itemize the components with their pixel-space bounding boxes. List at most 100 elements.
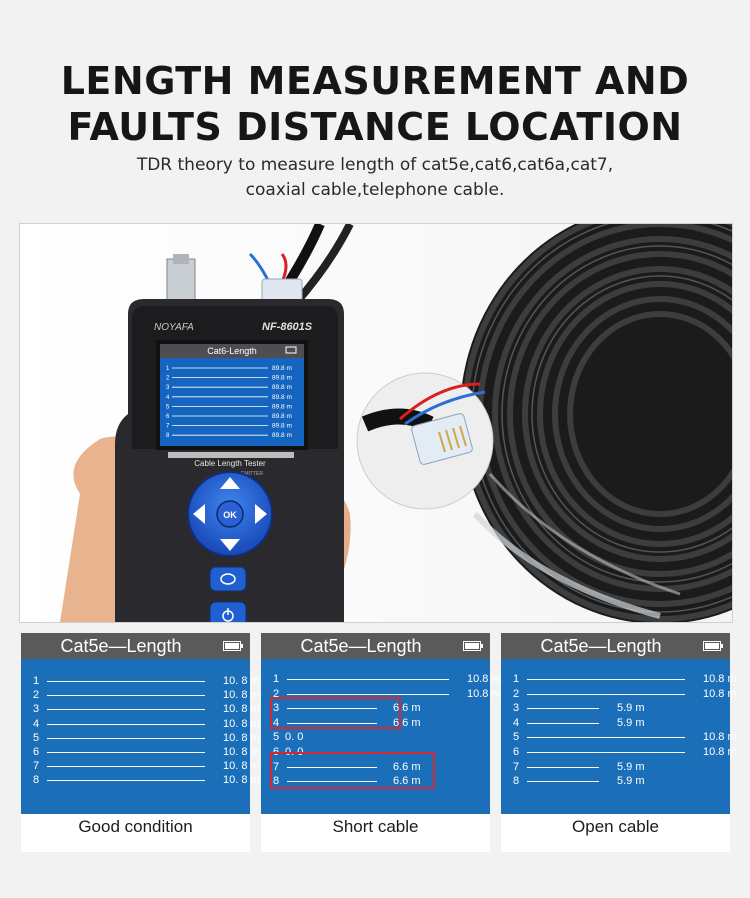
device-brand: NOYAFA (154, 322, 194, 333)
arrow-right-icon (255, 504, 267, 524)
length-bar (287, 781, 377, 783)
length-bar (527, 708, 599, 710)
length-value: 10. 8 m (223, 717, 260, 730)
length-bar (47, 709, 205, 711)
device-screen (160, 358, 304, 446)
length-bar (527, 737, 685, 739)
screen-title-bar: Cat5e—Length (501, 633, 730, 659)
device-screen-title: Cat6-Length (207, 346, 257, 356)
pair-number: 4 (273, 716, 280, 729)
arrow-down-icon (220, 539, 240, 551)
length-bar (527, 766, 599, 768)
pair-number: 5 (273, 731, 280, 744)
battery-icon (463, 641, 483, 651)
device-pair-number: 1 (166, 366, 170, 372)
length-value: 10. 8 m (223, 675, 260, 687)
length-value: 10.8 m (703, 673, 737, 685)
pair-number: 2 (513, 687, 520, 700)
pair-number: 1 (513, 673, 520, 685)
screen-title: Cat5e—Length (540, 636, 662, 656)
loop-button (209, 566, 247, 592)
length-value: 10. 8 m (223, 703, 260, 716)
length-bar (527, 722, 599, 724)
headline-line-2: FAULTS DISTANCE LOCATION (67, 105, 683, 149)
device-model: NF-8601S (262, 321, 313, 333)
length-bar (287, 693, 449, 695)
product-illustration: NOYAFA NF-8601S Cat6-Length 1 89.8 m 2 89.8… (20, 224, 732, 622)
pair-number: 5 (33, 731, 40, 744)
length-value: 5.9 m (617, 760, 645, 773)
length-row: 1 10. 8 m (33, 675, 260, 689)
fault-highlight-box (270, 752, 435, 789)
device-tester-label: Cable Length Tester (194, 459, 266, 468)
length-value: 10. 8 m (223, 760, 260, 773)
screen-title: Cat5e—Length (60, 636, 182, 656)
length-bar (47, 752, 205, 753)
arrow-up-icon (220, 477, 240, 489)
pair-number: 5 (513, 731, 520, 744)
device-emitter-label: EMITTER (241, 471, 263, 477)
length-value: 10.8 m (467, 673, 501, 685)
screen-title-bar: Cat5e—Length (21, 633, 250, 659)
pair-number: 7 (273, 760, 280, 773)
length-value: 6.6 m (393, 775, 421, 788)
length-value: 10.8 m (467, 687, 501, 700)
length-bar (287, 708, 377, 710)
subtitle-line-2: coaxial cable,telephone cable. (245, 180, 505, 200)
headline: LENGTH MEASUREMENT AND FAULTS DISTANCE L… (0, 58, 750, 150)
length-bar (527, 781, 599, 783)
pair-number: 3 (273, 702, 280, 715)
length-row: 2 10.8 m (513, 687, 737, 702)
pair-number: 7 (33, 760, 40, 773)
arrow-left-icon (193, 504, 205, 524)
device-length-value: 89.8 m (272, 365, 292, 372)
device-pair-number: 7 (166, 424, 170, 430)
screen-title: Cat5e—Length (300, 636, 422, 656)
length-value: 5.9 m (617, 716, 645, 729)
device-pair-number: 6 (166, 414, 170, 420)
panel-caption: Open cable (572, 817, 659, 836)
length-value: 5.9 m (617, 775, 645, 788)
length-value: 10.8 m (703, 746, 737, 758)
pair-number: 1 (273, 673, 280, 685)
length-value: 5.9 m (617, 702, 645, 715)
pair-number: 4 (513, 716, 520, 729)
device-length-value: 89.8 m (272, 394, 292, 401)
device-pair-number: 2 (166, 376, 170, 382)
length-row: 8 5.9 m (513, 775, 723, 789)
ok-button (216, 500, 244, 528)
length-row: 1 10.8 m (513, 673, 737, 687)
device-pair-number: 4 (166, 395, 170, 401)
loop-icon (220, 573, 236, 585)
ok-label: OK (223, 510, 237, 520)
length-bar (527, 752, 685, 753)
length-row: 1 10.8 m (273, 673, 501, 687)
length-bar (47, 766, 205, 768)
tester-device: NOYAFA NF-8601S Cat6-Length 1 89.8 m 2 89.8… (115, 299, 344, 622)
length-value: 10. 8 m (223, 731, 260, 744)
product-photo: NOYAFA NF-8601S Cat6-Length 1 89.8 m 2 89.8… (19, 223, 733, 623)
length-bar (527, 693, 685, 695)
pair-number: 2 (33, 689, 40, 702)
length-value: 10.8 m (703, 687, 737, 700)
subtitle-line-1: TDR theory to measure length of cat5e,ca… (136, 155, 614, 175)
pair-number: 1 (33, 675, 40, 687)
pair-number: 8 (513, 775, 520, 788)
